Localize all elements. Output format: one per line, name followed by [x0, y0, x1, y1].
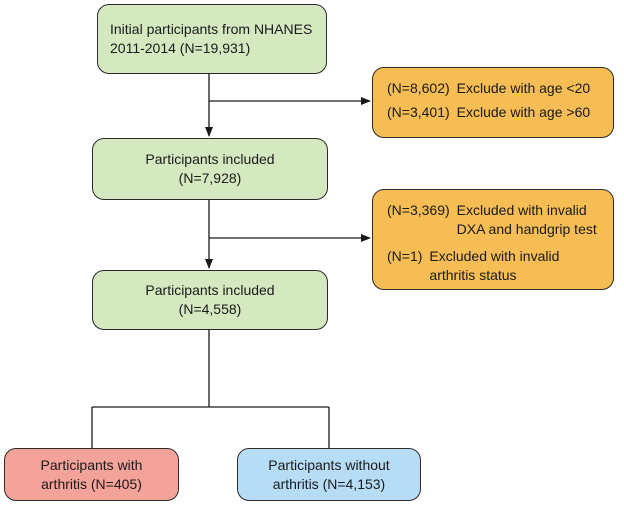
without-arthritis-box: Participants without arthritis (N=4,153)	[237, 448, 421, 501]
included2-line-1: Participants included	[145, 282, 275, 298]
exclusion-item: (N=1) Excluded with invalid arthritis st…	[387, 247, 613, 285]
exclusion-reason-line: Excluded with invalid	[456, 202, 587, 218]
initial-line-1: Initial participants from NHANES	[110, 21, 313, 37]
exclusion-item: (N=3,369) Excluded with invalid DXA and …	[387, 201, 613, 239]
exclusion-count: (N=8,602)	[387, 80, 450, 96]
with-arthritis-line-1: Participants with	[40, 456, 143, 473]
included1-line-1: Participants included	[145, 151, 275, 167]
exclusion-box-age: (N=8,602) Exclude with age <20 (N=3,401)…	[372, 67, 614, 138]
initial-participants-box: Initial participants from NHANES 2011-20…	[97, 4, 327, 74]
initial-line-2: 2011-2014 (N=19,931)	[110, 40, 251, 56]
exclusion-reason-line: arthritis status	[429, 267, 517, 283]
exclusion-reason-line: Excluded with invalid	[429, 248, 560, 264]
exclusion-count: (N=3,401)	[387, 104, 450, 120]
exclusion-box-invalid: (N=3,369) Excluded with invalid DXA and …	[372, 189, 614, 290]
exclusion-item: (N=3,401) Exclude with age >60	[387, 103, 613, 122]
exclusion-reason: Excluded with invalid arthritis status	[429, 247, 559, 285]
exclusion-count: (N=3,369)	[387, 202, 450, 218]
participants-included-box-2: Participants included (N=4,558)	[92, 270, 328, 330]
exclusion-reason: Excluded with invalid DXA and handgrip t…	[457, 201, 597, 239]
included1-line-2: (N=7,928)	[178, 170, 242, 186]
exclusion-count: (N=1)	[387, 248, 423, 264]
with-arthritis-line-2: arthritis (N=405)	[41, 475, 142, 492]
exclusion-reason: Exclude with age >60	[456, 104, 591, 120]
without-arthritis-line-2: arthritis (N=4,153)	[272, 475, 386, 492]
exclusion-reason-line: DXA and handgrip test	[456, 221, 597, 237]
included2-line-2: (N=4,558)	[178, 301, 242, 317]
without-arthritis-line-1: Participants without	[268, 456, 390, 473]
exclusion-item: (N=8,602) Exclude with age <20	[387, 79, 613, 98]
with-arthritis-box: Participants with arthritis (N=405)	[4, 448, 179, 501]
exclusion-reason: Exclude with age <20	[456, 80, 591, 96]
participants-included-box-1: Participants included (N=7,928)	[92, 138, 328, 200]
